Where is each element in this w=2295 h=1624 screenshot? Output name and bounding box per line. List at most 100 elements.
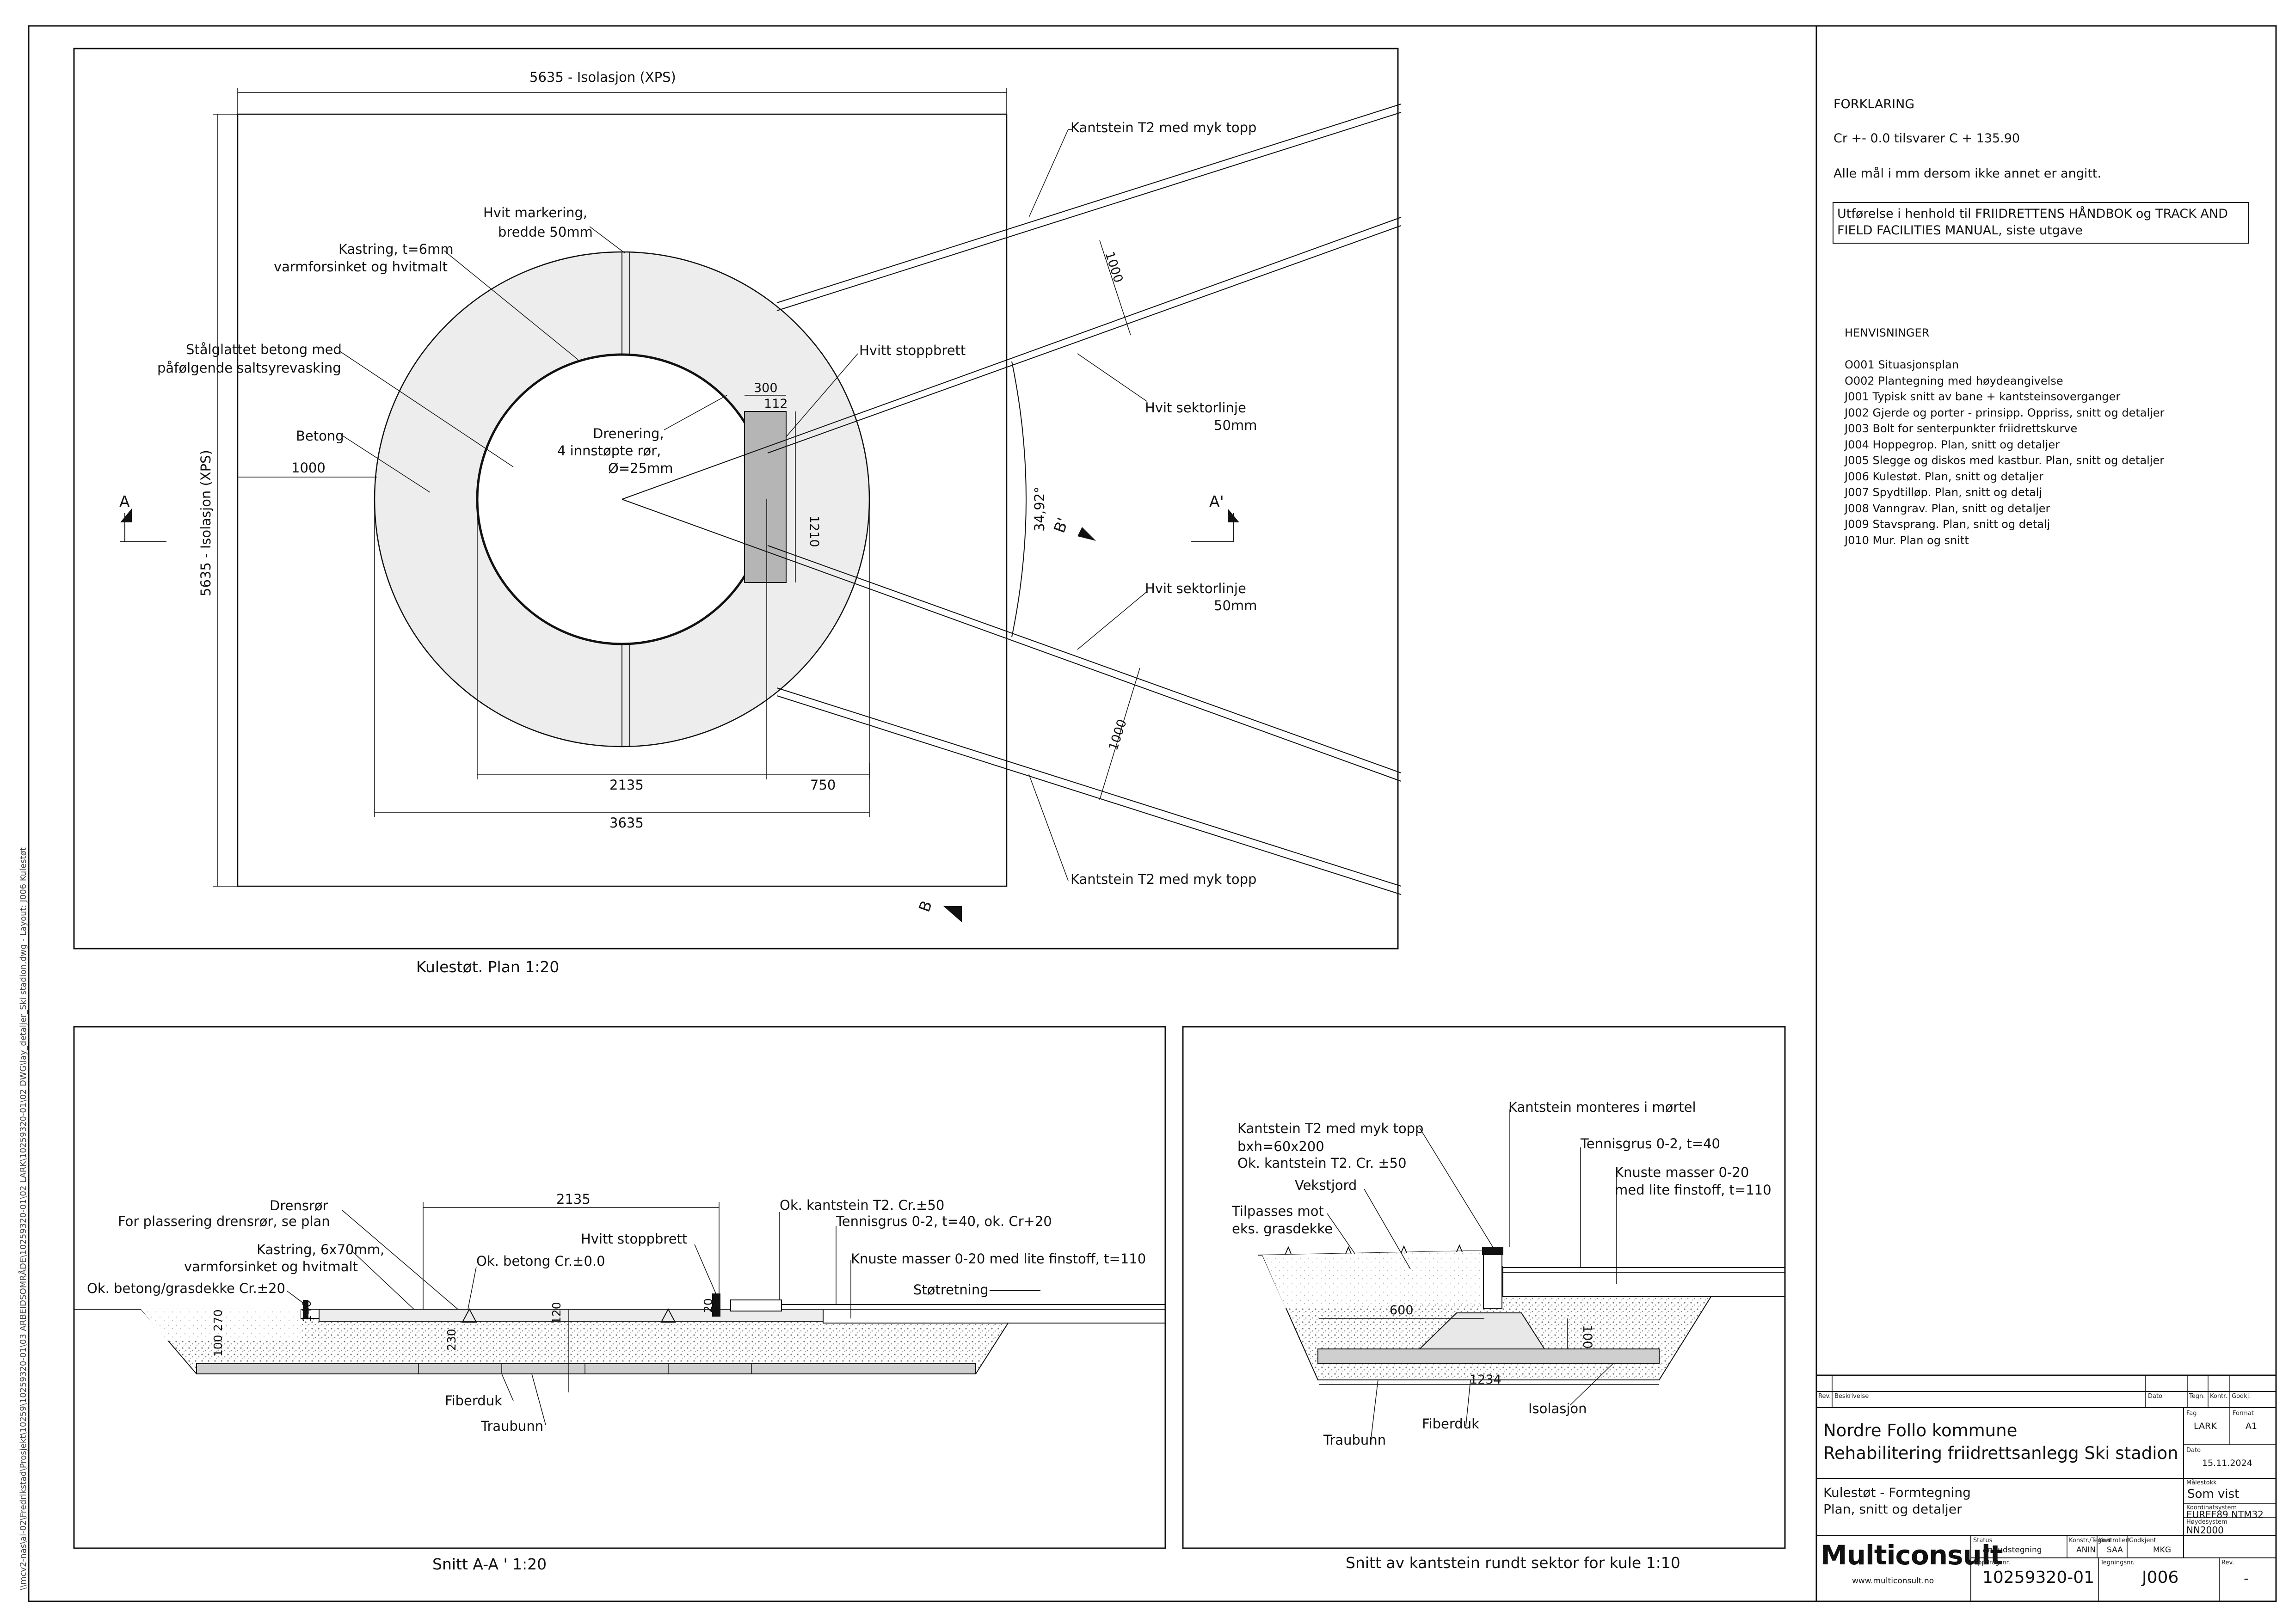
section-aa: Drensrør For plassering drensrør, se pla… bbox=[73, 1026, 1166, 1573]
ks-label-isolasjon: Isolasjon bbox=[1528, 1401, 1587, 1416]
ks-grass bbox=[1285, 1244, 1463, 1254]
sector-line-lower-2 bbox=[767, 545, 1402, 773]
plan-dim-1000-left: 1000 bbox=[291, 460, 326, 476]
plan-section-a-prime: A' bbox=[1209, 492, 1224, 510]
ks-caption: Snitt av kantstein rundt sektor for kule… bbox=[1346, 1554, 1680, 1572]
tb-outer bbox=[1815, 1374, 2277, 1602]
tb-project: Rehabilitering friidrettsanlegg Ski stad… bbox=[1823, 1443, 2178, 1463]
aa-insulation bbox=[196, 1363, 976, 1374]
plan-label-kastring-2: varmforsinket og hvitmalt bbox=[274, 259, 448, 275]
aa-label-knuste: Knuste masser 0-20 med lite finstoff, t=… bbox=[851, 1251, 1146, 1267]
plan-label-staalglattet-1: Stålglattet betong med bbox=[186, 342, 342, 357]
plan-section-b-prime: B' bbox=[1050, 515, 1072, 535]
tb-dato: 15.11.2024 bbox=[2202, 1458, 2252, 1468]
plan-label-drenering-2: 4 innstøpte rør, bbox=[557, 443, 661, 459]
aa-dim-230: 230 bbox=[445, 1329, 458, 1351]
aa-dim-100: 100 bbox=[211, 1335, 225, 1357]
file-path: \\mcv2-nas\ai-02\Fredrikstad\Prosjekt\10… bbox=[18, 847, 28, 1590]
leader-staalglattet bbox=[339, 351, 514, 467]
ks-label-kantstein-2: bxh=60x200 bbox=[1237, 1139, 1324, 1154]
ks-label-knuste-2: med lite finstoff, t=110 bbox=[1615, 1182, 1772, 1198]
ks-label-tilpasses-2: eks. grasdekke bbox=[1232, 1221, 1333, 1237]
references-heading: HENVISNINGER bbox=[1845, 326, 1930, 339]
leader-hvit-markering bbox=[589, 226, 626, 254]
plan-label-kantstein-bottom: Kantstein T2 med myk topp bbox=[1071, 871, 1256, 887]
ks-label-tilpasses-1: Tilpasses mot bbox=[1231, 1203, 1324, 1219]
stop-board bbox=[744, 411, 787, 583]
aa-leader-fiberduk bbox=[501, 1373, 514, 1401]
reference-item: J005 Slegge og diskos med kastbur. Plan,… bbox=[1845, 454, 2165, 467]
sector-line-upper-2 bbox=[767, 225, 1402, 453]
tb-status: Anbudstegning bbox=[1982, 1545, 2042, 1555]
aa-leader-drensror bbox=[342, 1210, 458, 1310]
plan-dim-3635: 3635 bbox=[609, 815, 644, 831]
sector-line-upper bbox=[621, 217, 1402, 500]
ks-insulation bbox=[1317, 1348, 1660, 1364]
ks-mortar bbox=[1418, 1312, 1545, 1349]
ks-label-vekstjord: Vekstjord bbox=[1295, 1177, 1357, 1193]
reference-item: O002 Plantegning med høydeangivelse bbox=[1845, 374, 2063, 387]
plan-dim-1210: 1210 bbox=[807, 515, 821, 547]
plan-label-drenering-1: Drenering, bbox=[593, 426, 664, 441]
tb-koordinatsystem: EUREF89 NTM32 bbox=[2186, 1509, 2264, 1520]
plan-caption: Kulestøt. Plan 1:20 bbox=[416, 958, 559, 976]
reference-item: J009 Stavsprang. Plan, snitt og detalj bbox=[1845, 518, 2050, 531]
aa-label-traubunn: Traubunn bbox=[480, 1418, 543, 1434]
tb-lbl-dato2: Dato bbox=[2186, 1447, 2201, 1454]
tb-lbl-tegningsnr: Tegningsnr. bbox=[2100, 1559, 2135, 1566]
tb-company-logo: Multiconsult bbox=[1821, 1539, 2003, 1571]
aa-label-ok-betong: Ok. betong Cr.±0.0 bbox=[476, 1253, 605, 1269]
sheet-border bbox=[28, 25, 2277, 1602]
leader-kantstein-top bbox=[1028, 129, 1069, 218]
tb-lbl-konstr: Konstr./Tegnet bbox=[2069, 1537, 2111, 1544]
ks-leader-traubunn bbox=[1371, 1379, 1378, 1438]
aa-curb bbox=[730, 1299, 782, 1311]
leader-stoppbrett bbox=[786, 353, 858, 437]
leader-drenering bbox=[664, 395, 727, 430]
tb-lbl-godkj: Godkj. bbox=[2232, 1393, 2251, 1400]
aa-leader-ok-betong bbox=[468, 1266, 477, 1310]
ks-leader-vekstjord bbox=[1364, 1189, 1411, 1269]
tb-lbl-beskrivelse: Beskrivelse bbox=[1834, 1393, 1869, 1400]
section-b-marker bbox=[943, 906, 962, 922]
ks-leader-tilpasses bbox=[1327, 1213, 1355, 1254]
plan-label-kantstein-top: Kantstein T2 med myk topp bbox=[1071, 120, 1256, 135]
aa-drain-left bbox=[461, 1308, 477, 1323]
curb-lower-outer bbox=[776, 695, 1402, 895]
plan-view: 5635 - Isolasjon (XPS) 5635 - Isolasjon … bbox=[73, 48, 1402, 976]
reference-item: J008 Vanngrav. Plan, snitt og detaljer bbox=[1845, 502, 2050, 515]
aa-caption: Snitt A-A ' 1:20 bbox=[432, 1555, 547, 1573]
tb-rev: - bbox=[2244, 1569, 2249, 1587]
plan-label-sektor-lower-1: Hvit sektorlinje bbox=[1145, 581, 1246, 596]
aa-dim-2135-text: 2135 bbox=[556, 1191, 591, 1207]
tb-godkjent: MKG bbox=[2153, 1545, 2171, 1555]
reference-item: J006 Kulestøt. Plan, snitt og detaljer bbox=[1845, 470, 2043, 483]
tb-lbl-malestokk: Målestokk bbox=[2186, 1479, 2217, 1486]
tb-lbl-koordinatsystem: Koordinatsystem bbox=[2186, 1504, 2237, 1511]
aa-soil-left bbox=[141, 1309, 301, 1341]
tb-drawing-title-2: Plan, snitt og detaljer bbox=[1823, 1501, 1962, 1517]
tb-drawing-title-1: Kulestøt - Formtegning bbox=[1823, 1485, 1971, 1500]
section-a-marker bbox=[120, 509, 132, 522]
plan-label-staalglattet-2: påfølgende saltsyrevasking bbox=[157, 360, 341, 376]
aa-label-drensror-note: For plassering drensrør, se plan bbox=[118, 1213, 330, 1229]
tb-lbl-rev2: Rev. bbox=[2221, 1559, 2234, 1566]
ks-dim-600-text: 600 bbox=[1390, 1303, 1414, 1318]
tb-lbl-fag: Fag bbox=[2186, 1410, 2197, 1417]
curb-upper-inner bbox=[776, 112, 1402, 311]
ks-label-knuste-1: Knuste masser 0-20 bbox=[1615, 1164, 1749, 1180]
sector-angle-arc bbox=[1011, 361, 1027, 637]
aa-leader-stoppbrett bbox=[694, 1244, 716, 1294]
plan-dim-1000-lower: 1000 bbox=[1106, 717, 1130, 752]
ks-dim-1234-text: 1234 bbox=[1470, 1373, 1501, 1387]
reference-item: J002 Gjerde og porter - prinsipp. Oppris… bbox=[1845, 406, 2165, 419]
curb-lower-inner bbox=[776, 687, 1402, 887]
aa-label-ok-betong-gras: Ok. betong/grasdekke Cr.±20 bbox=[87, 1281, 285, 1296]
tb-lbl-dato: Dato bbox=[2148, 1393, 2163, 1400]
leader-kantstein-bottom bbox=[1028, 774, 1069, 881]
ks-label-traubunn: Traubunn bbox=[1323, 1432, 1386, 1448]
legend-execution-note: Utførelse i henhold til FRIIDRETTENS HÅN… bbox=[1833, 202, 2249, 244]
tb-format: A1 bbox=[2246, 1421, 2258, 1431]
